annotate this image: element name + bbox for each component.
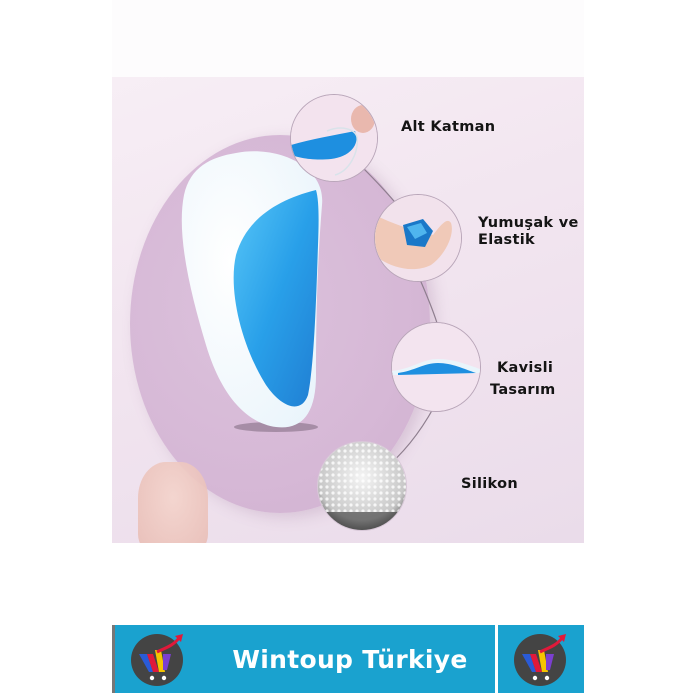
top-whitespace [112, 0, 584, 77]
wintoup-cart-logo-icon [131, 634, 183, 686]
bottom-layer-icon [291, 95, 377, 181]
callout-label-alt-katman: Alt Katman [401, 119, 496, 135]
silicone-beads-icon [318, 442, 406, 530]
banner-title-box: Wintoup Türkiye [205, 625, 495, 693]
banner-logo-box-right [498, 625, 584, 693]
callout-label-kavisli-line2: Tasarım [490, 382, 556, 398]
brand-banner: Wintoup Türkiye [112, 625, 584, 695]
brand-name: Wintoup Türkiye [232, 644, 468, 674]
callout-circle-silikon [317, 441, 407, 531]
hand-with-gel-icon [375, 195, 461, 281]
spacer [112, 543, 584, 627]
insole-icon [181, 151, 323, 432]
callout-label-yumusak-line1: Yumuşak ve [478, 215, 579, 231]
callout-label-silikon: Silikon [461, 476, 518, 492]
callout-label-yumusak-line2: Elastik [478, 232, 535, 248]
banner-logo-box-left [112, 625, 205, 693]
callout-circle-alt-katman [290, 94, 378, 182]
callout-label-kavisli-line1: Kavisli [497, 360, 554, 376]
curved-profile-icon [392, 323, 480, 411]
product-photo: Alt Katman Yumuşak ve Elastik Kavisli Ta… [112, 77, 584, 543]
callout-circle-yumusak-elastik [374, 194, 462, 282]
baby-foot [138, 462, 208, 543]
wintoup-cart-logo-icon [514, 634, 566, 686]
callout-circle-kavisli-tasarim [391, 322, 481, 412]
